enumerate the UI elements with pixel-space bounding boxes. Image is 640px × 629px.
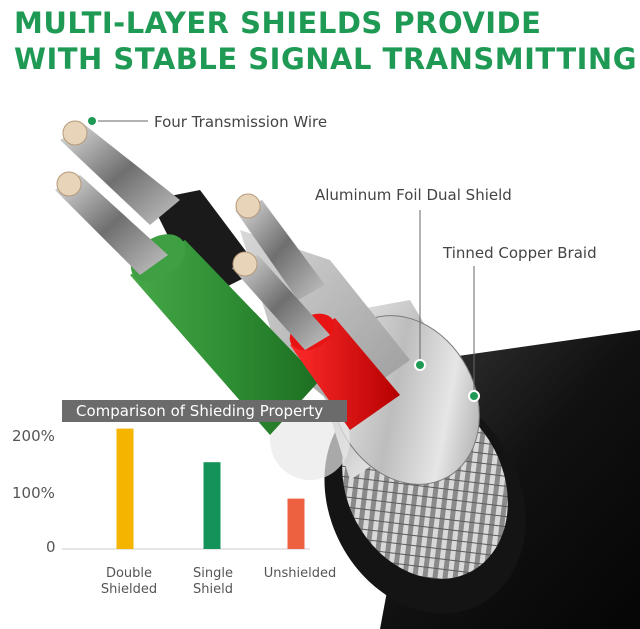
xlabel-unshielded-line-1: Unshielded [263, 566, 337, 581]
ytick-label-0: 0 [46, 538, 56, 556]
bar-single-shielded [203, 462, 221, 549]
xlabel-single-shielded: Single Shield [168, 566, 258, 598]
callout-foil-shield: Aluminum Foil Dual Shield [315, 186, 512, 204]
chart-title-bar [62, 400, 347, 422]
black-core [150, 190, 260, 300]
callout-copper-braid: Tinned Copper Braid [443, 244, 597, 262]
wire-strands [55, 120, 330, 350]
xlabel-single-line-2: Shield [193, 582, 233, 597]
callout-transmission-wire: Four Transmission Wire [154, 113, 328, 131]
shielding-chart [62, 428, 310, 550]
chart-title: Comparison of Shieding Property [76, 402, 324, 420]
bar-double-shielded [116, 428, 134, 549]
headline-line-1: MULTI-LAYER SHIELDS PROVIDE [14, 6, 542, 40]
callout-lines [86, 115, 480, 402]
bar-unshielded [287, 498, 305, 549]
xlabel-double-line-1: Double [105, 566, 153, 581]
xlabel-double-line-2: Shielded [100, 582, 158, 597]
xlabel-double-shielded: Double Shielded [84, 566, 174, 598]
ytick-label-200: 200% [12, 427, 55, 445]
xlabel-single-line-1: Single [193, 566, 233, 581]
headline-line-2: WITH STABLE SIGNAL TRANSMITTING [14, 42, 637, 76]
ytick-label-100: 100% [12, 484, 55, 502]
xlabel-unshielded: Unshielded [255, 566, 345, 582]
